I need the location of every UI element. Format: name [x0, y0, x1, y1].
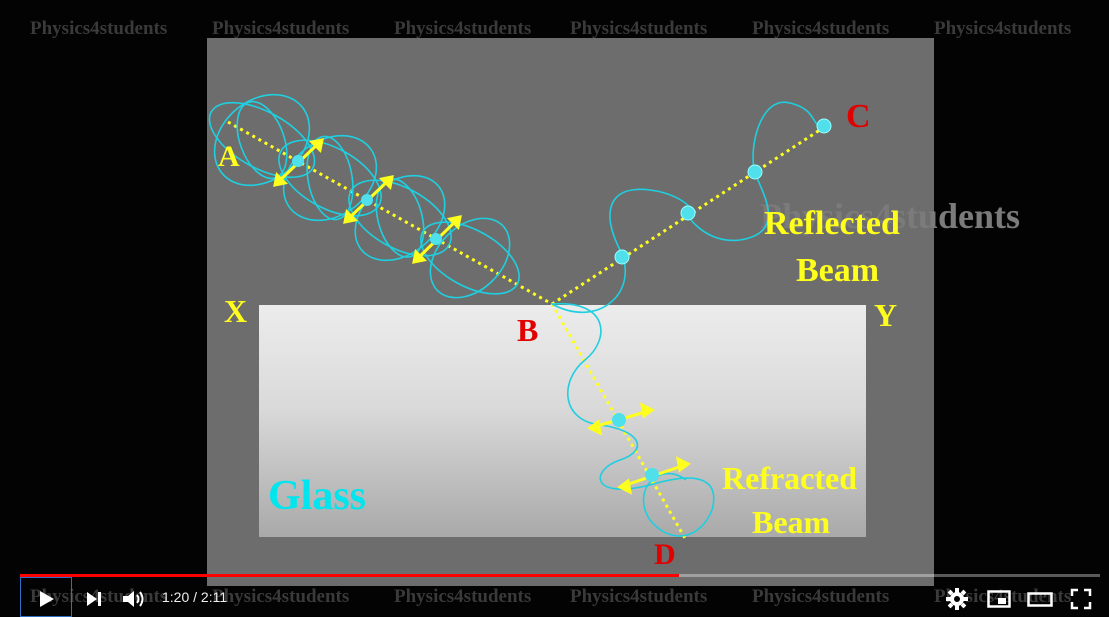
next-button[interactable]	[78, 584, 110, 614]
point-label-c: C	[846, 98, 871, 135]
refracted-wave	[551, 303, 715, 537]
incident-beam	[227, 120, 553, 306]
watermark-text: Physics4students	[752, 586, 890, 607]
theater-icon	[1027, 592, 1053, 607]
watermark-text: Physics4students	[394, 18, 532, 39]
refracted-beam-label: Refracted	[722, 460, 858, 496]
theater-mode-button[interactable]	[1025, 584, 1055, 614]
volume-button[interactable]	[118, 584, 150, 614]
miniplayer-button[interactable]	[984, 584, 1014, 614]
play-icon	[40, 591, 54, 607]
watermark-text: Physics4students	[570, 586, 708, 607]
watermark-text: Physics4students	[934, 586, 1072, 607]
player-controls: 1:20 / 2:11	[0, 572, 1109, 617]
watermark-text: Physics4students	[752, 18, 890, 39]
surface-label-x: X	[224, 293, 248, 329]
watermark-row-top: Physics4students Physics4students Physic…	[0, 18, 1109, 42]
play-button[interactable]	[30, 584, 62, 614]
incident-dots	[292, 155, 442, 245]
next-icon	[87, 592, 101, 606]
incident-wave	[208, 93, 520, 299]
refracted-beam-label-2: Beam	[752, 504, 831, 540]
settings-button[interactable]	[942, 584, 972, 614]
point-label-d: D	[654, 538, 676, 571]
miniplayer-icon	[987, 590, 1011, 608]
watermark-text: Physics4students	[570, 18, 708, 39]
glass-label: Glass	[268, 473, 367, 519]
watermark-text: Physics4students	[394, 586, 532, 607]
reflected-beam-label-2: Beam	[796, 252, 880, 289]
fullscreen-icon	[1070, 588, 1092, 610]
progress-played	[20, 574, 679, 577]
surface-label-y: Y	[874, 297, 898, 333]
progress-bar[interactable]	[20, 574, 1100, 577]
watermark-large: Physics4students	[760, 196, 1021, 236]
settings-icon	[946, 588, 968, 610]
volume-icon	[123, 591, 144, 607]
reflected-dots	[614, 118, 832, 265]
point-label-b: B	[517, 312, 539, 348]
reflected-beam-label: Reflected	[764, 205, 900, 242]
point-label-a: A	[218, 140, 240, 173]
glass-block	[259, 305, 866, 537]
watermark-text: Physics4students	[30, 18, 168, 39]
fullscreen-button[interactable]	[1066, 584, 1096, 614]
watermark-text: Physics4students	[212, 18, 350, 39]
refracted-dots	[612, 413, 659, 482]
watermark-text: Physics4students	[212, 586, 350, 607]
time-display: 1:20 / 2:11	[162, 589, 228, 605]
watermark-text: Physics4students	[934, 18, 1072, 39]
